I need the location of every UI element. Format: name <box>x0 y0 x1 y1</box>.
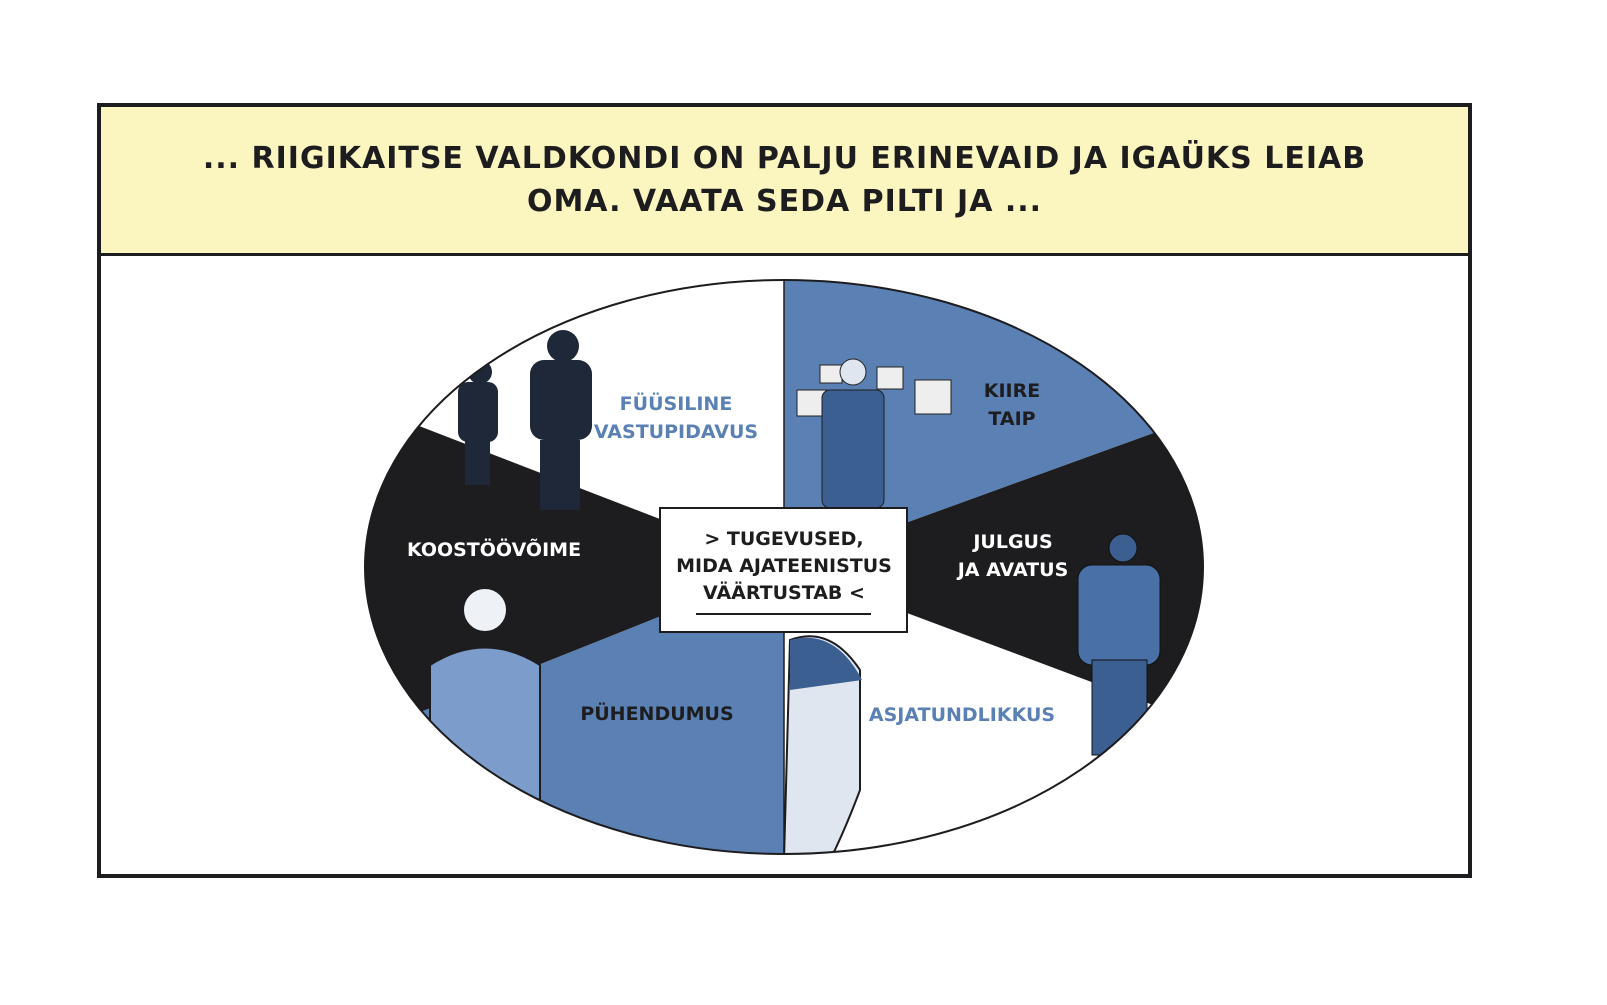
sector-puhendumus <box>365 567 784 854</box>
label-vastupidavus: VASTUPIDAVUS <box>594 421 758 443</box>
label-puhendumus: PÜHENDUMUS <box>580 701 733 725</box>
center-line-3: VÄÄRTUSTAB < <box>703 580 865 604</box>
sector-julgus <box>784 380 1203 760</box>
center-line-1: > TUGEVUSED, <box>704 528 863 550</box>
label-koostoovoime: KOOSTÖÖVÕIME <box>407 537 581 561</box>
label-ja-avatus: JA AVATUS <box>956 559 1069 581</box>
label-fuusiline: FÜÜSILINE <box>620 391 733 415</box>
center-line-2: MIDA AJATEENISTUS <box>676 555 892 577</box>
label-asjatundlikkus: ASJATUNDLIKKUS <box>869 704 1055 726</box>
center-box: > TUGEVUSED, MIDA AJATEENISTUS VÄÄRTUSTA… <box>659 507 908 633</box>
helmeted-soldier-profile-illustration <box>782 635 862 854</box>
caption-box: ... RIIGIKAITSE VALDKONDI ON PALJU ERINE… <box>97 103 1472 258</box>
caption-line-1: ... RIIGIKAITSE VALDKONDI ON PALJU ERINE… <box>202 141 1367 176</box>
soldier-at-computers-illustration <box>796 358 952 509</box>
sector-koostoovoime <box>365 380 784 760</box>
armed-soldier-illustration <box>1077 533 1161 756</box>
caption-line-2: OMA. VAATA SEDA PILTI JA ... <box>526 184 1043 219</box>
label-taip: TAIP <box>988 408 1035 430</box>
label-kiire: KIIRE <box>984 380 1040 402</box>
label-julgus: JULGUS <box>971 531 1052 553</box>
